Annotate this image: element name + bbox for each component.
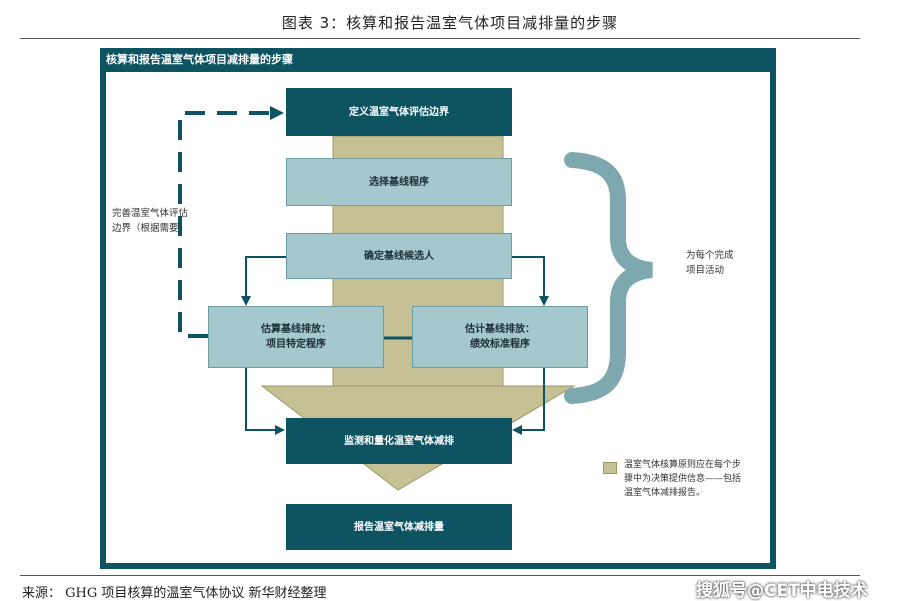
estimate-performance-box: 估计基线排放： 绩效标准程序 bbox=[412, 306, 588, 368]
estimate-performance-label: 估计基线排放： 绩效标准程序 bbox=[465, 324, 535, 350]
dashed-arrowhead bbox=[270, 106, 284, 120]
identify-candidates-label: 确定基线候选人 bbox=[364, 250, 434, 262]
select-baseline-label: 选择基线程序 bbox=[369, 176, 429, 188]
report-reductions-box: 报告温室气体减排量 bbox=[286, 504, 512, 550]
each-activity-note: 为每个完成 项目活动 bbox=[686, 250, 734, 276]
estimate-project-box: 估算基线排放： 项目特定程序 bbox=[208, 306, 384, 368]
left-to-monitor-connector bbox=[245, 368, 278, 431]
identify-candidates-box: 确定基线候选人 bbox=[286, 233, 512, 279]
monitor-quantify-box: 监测和量化温室气体减排 bbox=[286, 418, 512, 464]
watermark: 搜狐号@CET中电技术 bbox=[696, 581, 868, 601]
branch-left-arrowhead bbox=[241, 296, 251, 306]
bottom-rule bbox=[20, 575, 860, 576]
right-to-monitor-connector bbox=[520, 368, 545, 431]
branch-left-connector bbox=[245, 256, 286, 300]
refine-boundary-note: 完善温室气体评估 边界（根据需要） bbox=[112, 208, 189, 234]
report-reductions-label: 报告温室气体减排量 bbox=[354, 521, 444, 533]
left-monitor-arrowhead bbox=[275, 425, 285, 435]
panel-title: 核算和报告温室气体项目减排量的步骤 bbox=[100, 48, 776, 72]
define-boundary-label: 定义温室气体评估边界 bbox=[349, 106, 449, 118]
monitor-quantify-label: 监测和量化温室气体减排 bbox=[344, 435, 454, 447]
top-rule bbox=[20, 38, 860, 39]
branch-right-connector bbox=[512, 256, 545, 300]
right-monitor-arrowhead bbox=[512, 425, 522, 435]
branch-right-arrowhead bbox=[539, 296, 549, 306]
activity-brace bbox=[564, 152, 654, 404]
define-boundary-box: 定义温室气体评估边界 bbox=[286, 88, 512, 136]
estimate-project-label: 估算基线排放： 项目特定程序 bbox=[261, 324, 331, 350]
legend-swatch bbox=[603, 462, 617, 474]
figure-title: 图表 3：核算和报告温室气体项目减排量的步骤 bbox=[281, 14, 619, 32]
select-baseline-box: 选择基线程序 bbox=[286, 158, 512, 206]
source-note: 来源： GHG 项目核算的温室气体协议 新华财经整理 bbox=[22, 586, 327, 601]
refine-boundary-loop bbox=[178, 111, 272, 338]
legend-text: 温室气体核算原则应在每个步 骤中为决策提供信息——包括 温室气体减排报告。 bbox=[624, 460, 742, 498]
